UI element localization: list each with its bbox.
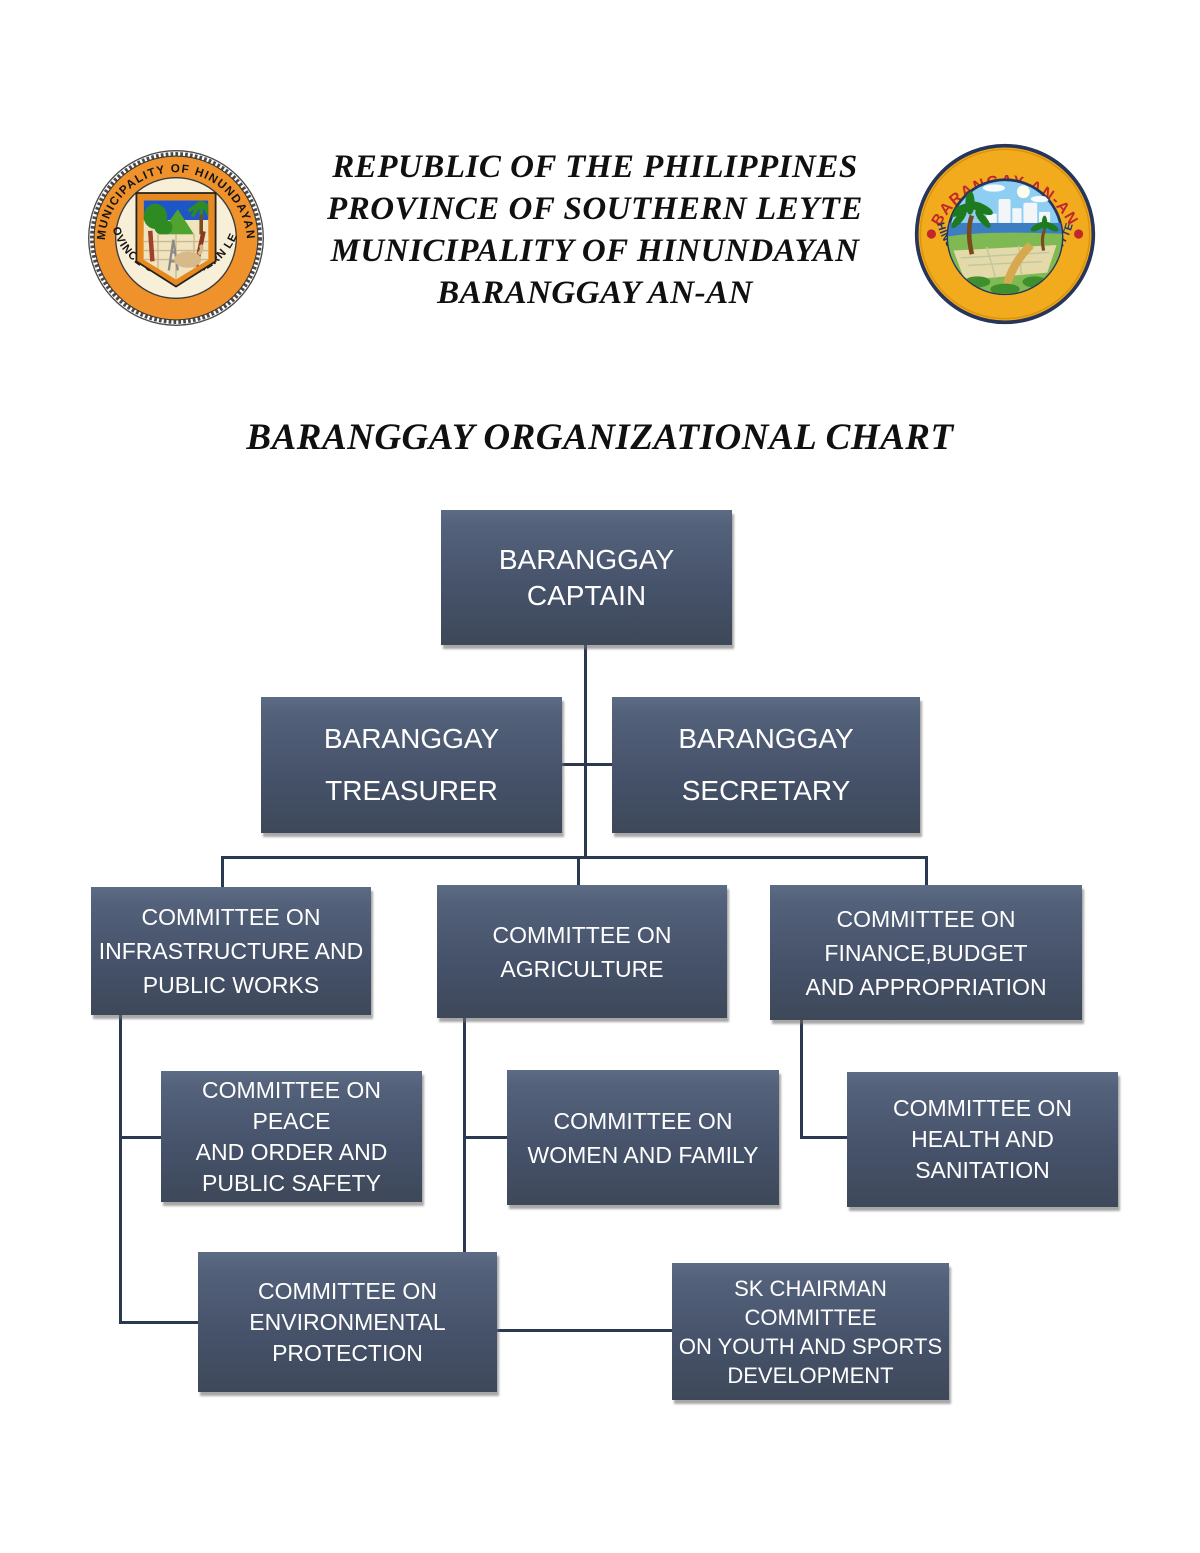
connector-drop-infrastructure: [221, 856, 224, 887]
node-label: COMMITTEE ON INFRASTRUCTURE AND PUBLIC W…: [98, 904, 364, 998]
node-label: COMMITTEE ON AGRICULTURE: [492, 921, 672, 982]
node-label: COMMITTEE ON WOMEN AND FAMILY: [527, 1107, 759, 1168]
connector-to-environmental-left: [119, 1321, 199, 1324]
connector-treasurer-secretary: [562, 763, 612, 766]
hinundayan-municipal-seal-icon: MUNICIPALITY OF HINUNDAYAN PROVINCE OF S…: [86, 143, 264, 326]
connector-drop-finance: [925, 856, 928, 886]
node-label: COMMITTEE ON FINANCE,BUDGET AND APPROPRI…: [805, 905, 1047, 1000]
document-header: REPUBLIC OF THE PHILIPPINES PROVINCE OF …: [250, 146, 940, 314]
seal-left-shield: [135, 192, 217, 288]
connector-environmental-sk: [497, 1329, 673, 1332]
connector-drop-agriculture: [577, 856, 580, 886]
connector-agriculture-down: [463, 1018, 466, 1253]
connector-to-women: [463, 1136, 508, 1139]
node-label: SK CHAIRMAN COMMITTEE ON YOUTH AND SPORT…: [678, 1275, 943, 1388]
org-node-committee-women-family: COMMITTEE ON WOMEN AND FAMILY: [507, 1070, 779, 1205]
header-line-municipality: MUNICIPALITY OF HINUNDAYAN: [330, 233, 860, 269]
chart-title: BARANGGAY ORGANIZATIONAL CHART: [246, 417, 954, 458]
header-line-republic: REPUBLIC OF THE PHILIPPINES: [332, 149, 858, 185]
seal-right-right-dot: [1074, 229, 1084, 239]
org-node-committee-finance: COMMITTEE ON FINANCE,BUDGET AND APPROPRI…: [770, 885, 1082, 1020]
seal-right-left-dot: [926, 229, 936, 239]
org-node-committee-environmental: COMMITTEE ON ENVIRONMENTAL PROTECTION: [198, 1252, 497, 1392]
org-node-baranggay-captain: BARANGGAY CAPTAIN: [441, 510, 732, 645]
connector-infrastructure-down: [119, 1014, 122, 1324]
org-node-baranggay-treasurer: BARANGGAY TREASURER: [261, 697, 562, 833]
connector-level3-bus: [221, 856, 928, 859]
org-node-baranggay-secretary: BARANGGAY SECRETARY: [612, 697, 920, 833]
node-label: BARANGGAY CAPTAIN: [498, 543, 675, 611]
node-label: COMMITTEE ON PEACE AND ORDER AND PUBLIC …: [195, 1076, 388, 1196]
org-node-sk-chairman-committee: SK CHAIRMAN COMMITTEE ON YOUTH AND SPORT…: [672, 1263, 949, 1400]
barangay-an-an-seal-icon: BARANGAY AN-AN HINUNDAYAN, SOUTHERN LEYT…: [914, 143, 1096, 325]
connector-to-peace: [119, 1136, 162, 1139]
org-node-committee-agriculture: COMMITTEE ON AGRICULTURE: [437, 885, 727, 1018]
node-label: BARANGGAY TREASURER: [323, 723, 500, 806]
org-node-committee-infrastructure: COMMITTEE ON INFRASTRUCTURE AND PUBLIC W…: [91, 887, 371, 1015]
header-line-province: PROVINCE OF SOUTHERN LEYTE: [327, 191, 863, 227]
connector-captain-down: [584, 645, 587, 858]
seal-right-beach-scene: [947, 184, 1063, 294]
connector-finance-down: [800, 1020, 803, 1139]
node-label: BARANGGAY SECRETARY: [678, 723, 854, 806]
node-label: COMMITTEE ON ENVIRONMENTAL PROTECTION: [249, 1277, 446, 1366]
header-line-barangay: BARANGGAY AN-AN: [437, 275, 753, 311]
org-node-committee-peace-order: COMMITTEE ON PEACE AND ORDER AND PUBLIC …: [161, 1071, 422, 1202]
node-label: COMMITTEE ON HEALTH AND SANITATION: [893, 1095, 1072, 1183]
connector-to-health: [800, 1136, 848, 1139]
org-node-committee-health-sanitation: COMMITTEE ON HEALTH AND SANITATION: [847, 1072, 1118, 1207]
